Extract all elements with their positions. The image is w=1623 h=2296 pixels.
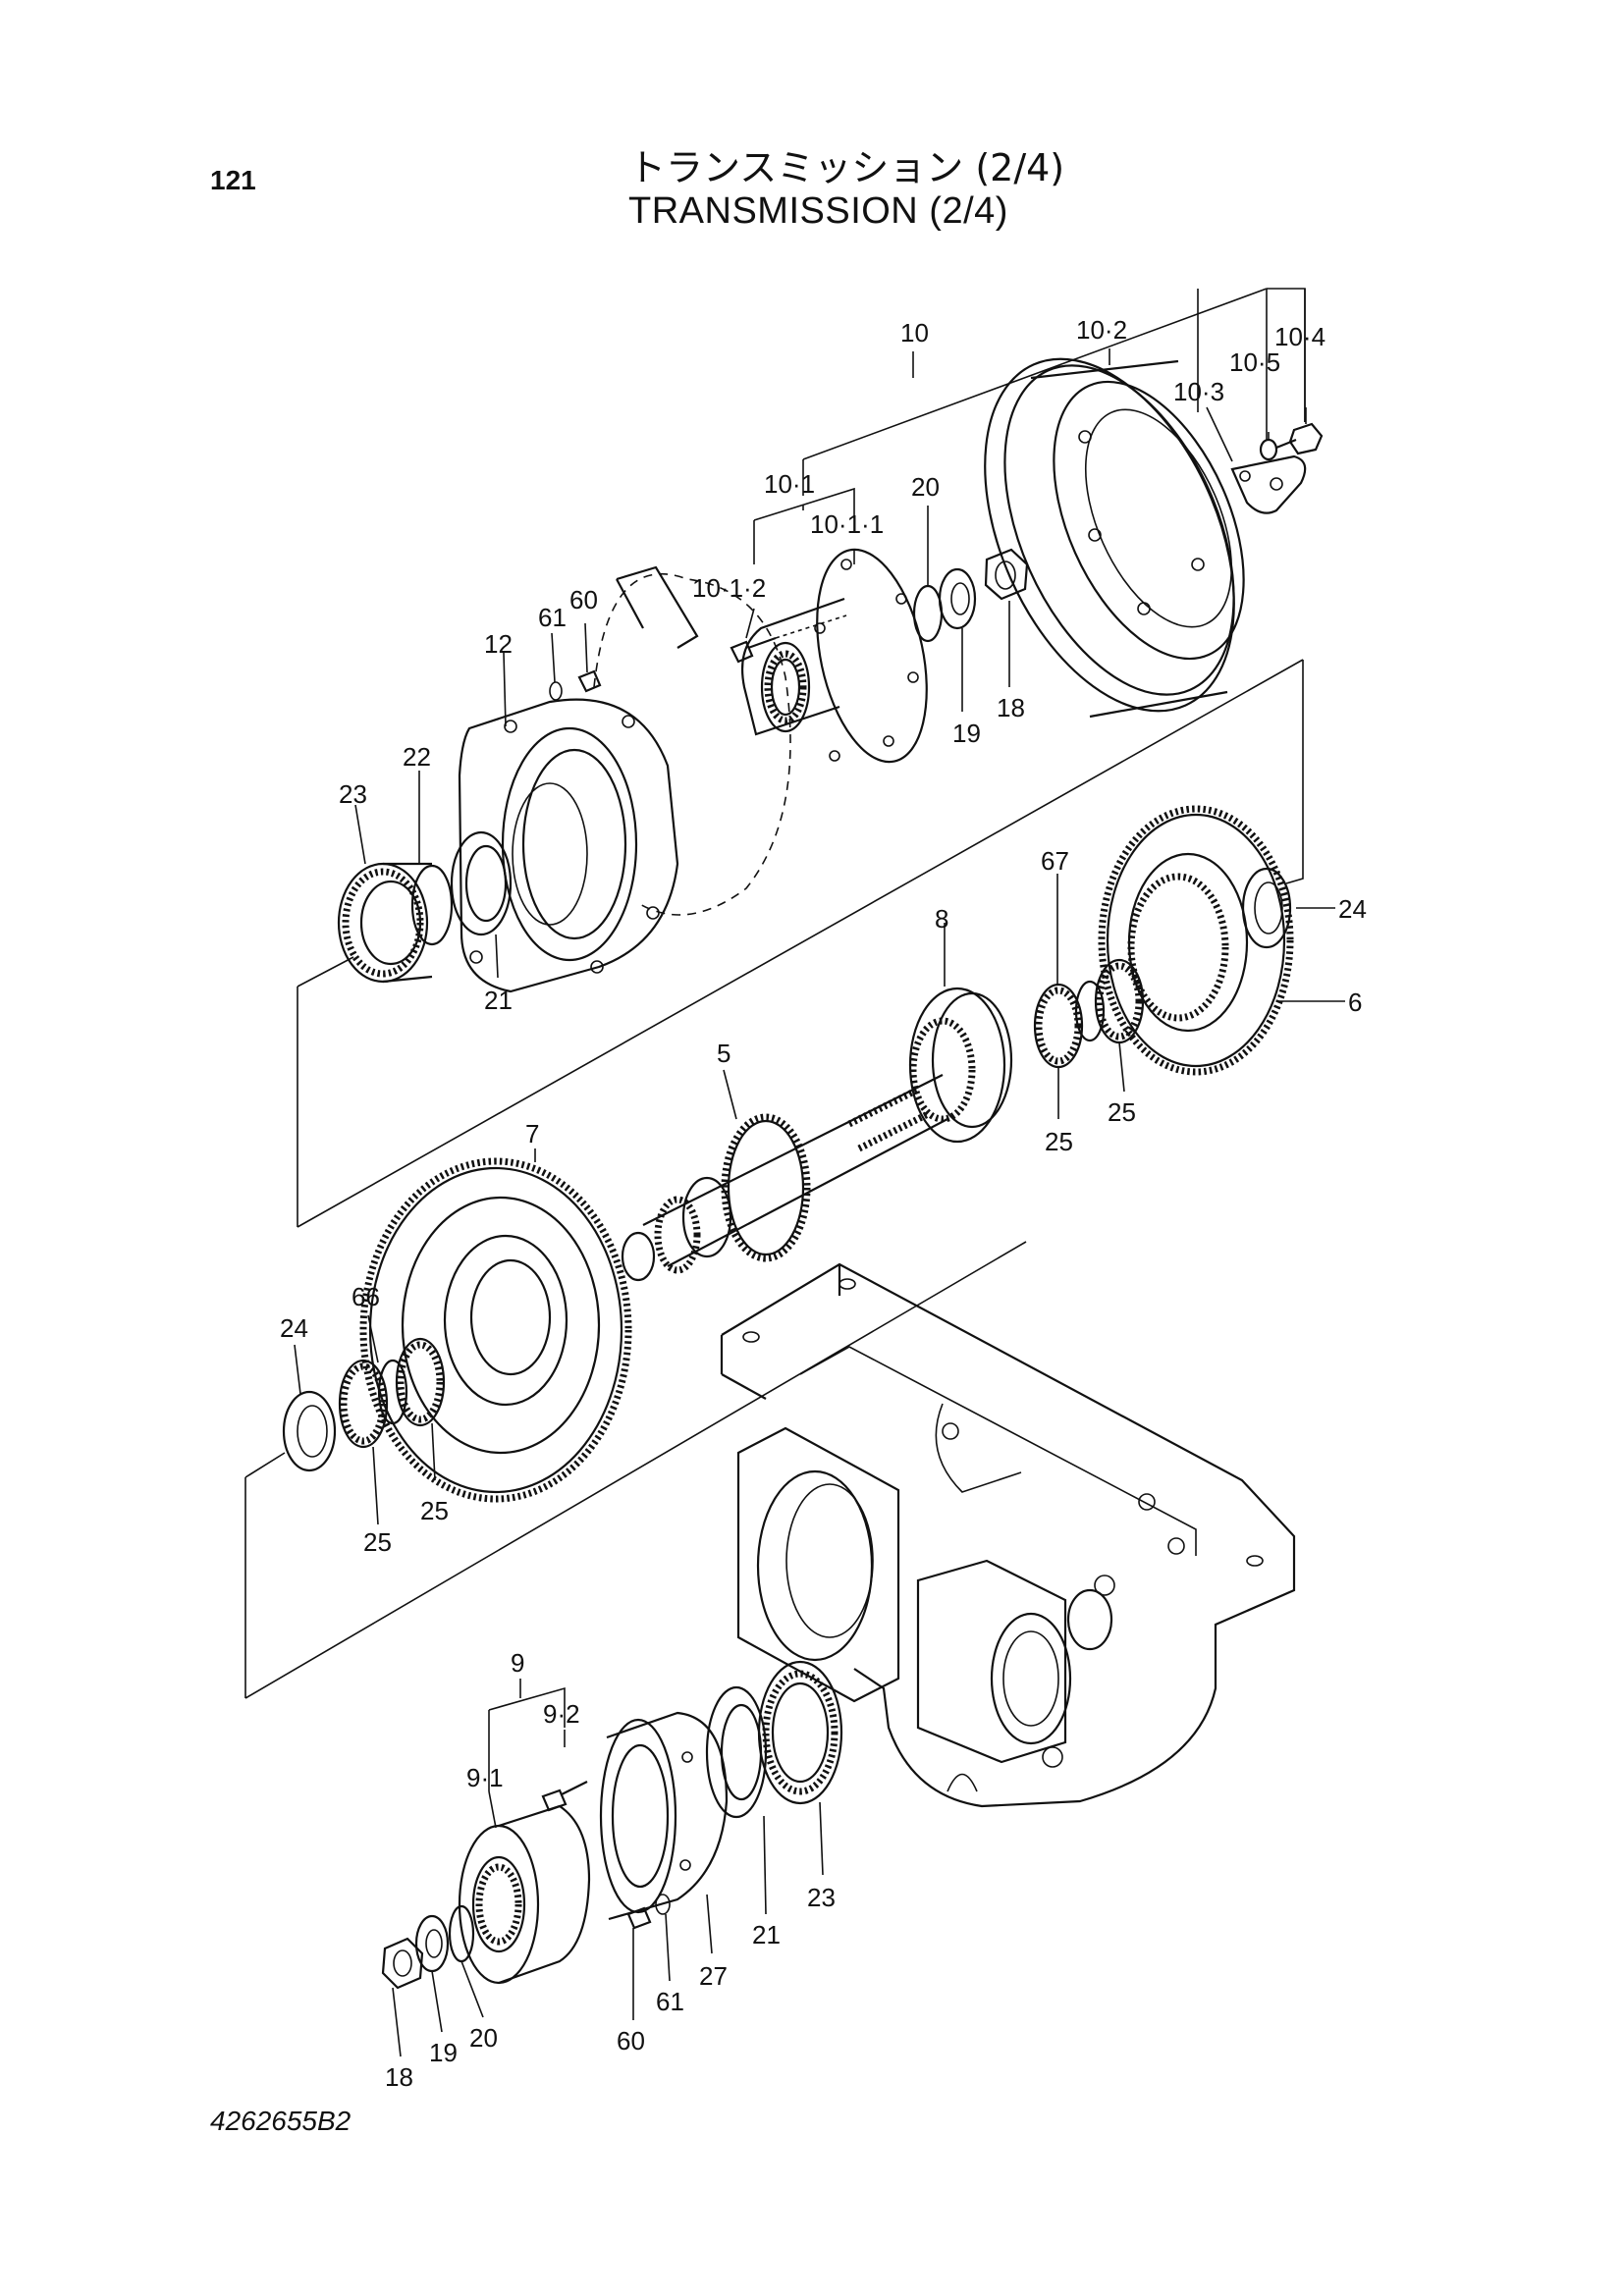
callout-27: 27 (699, 1961, 728, 1991)
callout-9-1: 9·1 (466, 1763, 504, 1792)
document-code: 4262655B2 (210, 2106, 352, 2136)
callout-22: 22 (403, 742, 431, 772)
callout-8: 8 (935, 904, 948, 934)
callout-10-2: 10·2 (1076, 315, 1127, 345)
callout-10: 10 (900, 318, 929, 347)
callout-20-upper: 20 (911, 472, 940, 502)
callout-18-upper: 18 (997, 693, 1025, 722)
callout-23-upper: 23 (339, 779, 367, 809)
page-title-english: TRANSMISSION (2/4) (628, 190, 1008, 232)
callout-10-5: 10·5 (1229, 347, 1280, 377)
callout-25-a: 25 (1108, 1097, 1136, 1127)
callout-66: 66 (352, 1282, 380, 1311)
page-title-japanese: トランスミッション (2/4) (628, 146, 1065, 189)
callout-20-lower: 20 (469, 2023, 498, 2053)
callout-labels: 10 10·2 10·3 10·4 10·5 10·1 10·1·1 10·1·… (280, 315, 1367, 2092)
callout-25-c: 25 (420, 1496, 449, 1525)
callout-23-lower: 23 (807, 1883, 836, 1912)
callout-10-1: 10·1 (764, 469, 815, 499)
callout-10-1-1: 10·1·1 (810, 509, 884, 539)
callout-9: 9 (511, 1648, 524, 1678)
callout-12: 12 (484, 629, 513, 659)
callout-60-upper: 60 (569, 585, 598, 614)
callout-25-d: 25 (363, 1527, 392, 1557)
callout-25-b: 25 (1045, 1127, 1073, 1156)
page-number: 121 (210, 165, 256, 195)
callout-19-lower: 19 (429, 2038, 458, 2067)
callout-24-upper: 24 (1338, 894, 1367, 924)
bottom-assembly-drawing (381, 1660, 843, 1990)
transmission-case-drawing (720, 1262, 1296, 1808)
callout-24-lower: 24 (280, 1313, 308, 1343)
callout-7: 7 (525, 1119, 539, 1148)
callout-61-upper: 61 (538, 603, 567, 632)
callout-9-2: 9·2 (543, 1699, 580, 1729)
callout-6: 6 (1348, 988, 1362, 1017)
shaft-gear-assembly-drawing (244, 659, 1304, 1699)
callout-21-lower: 21 (752, 1920, 781, 1949)
callout-5: 5 (717, 1039, 730, 1068)
callout-21-upper: 21 (484, 986, 513, 1015)
callout-61-lower: 61 (656, 1987, 684, 2016)
top-assembly-drawing (337, 288, 1324, 993)
callout-60-lower: 60 (617, 2026, 645, 2056)
callout-10-1-2: 10·1·2 (692, 573, 766, 603)
callout-18-lower: 18 (385, 2062, 413, 2092)
callout-19-upper: 19 (952, 719, 981, 748)
leader-lines (294, 348, 1345, 2057)
callout-67: 67 (1041, 846, 1069, 876)
callout-10-3: 10·3 (1173, 377, 1224, 406)
callout-10-4: 10·4 (1274, 322, 1325, 351)
